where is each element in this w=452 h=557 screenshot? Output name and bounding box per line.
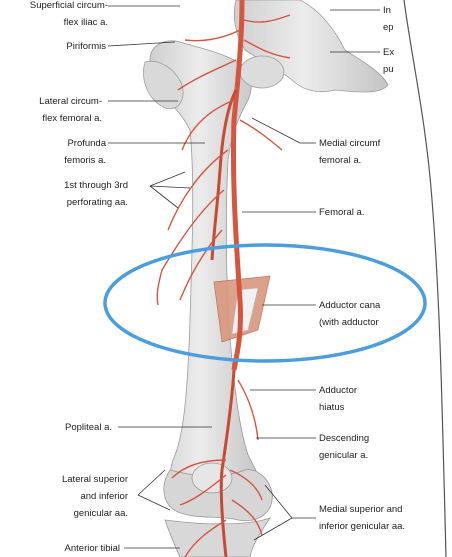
label-adductor-canal: Adductor cana (with adductor (319, 300, 381, 328)
label-femoral: Femoral a. (319, 207, 365, 218)
greater-trochanter (143, 60, 184, 110)
profunda-artery (210, 89, 238, 261)
label-popliteal: Popliteal a. (64, 422, 112, 433)
tibia (164, 517, 271, 557)
label-inferior-epigastric: In ep (383, 5, 394, 33)
label-profunda-femoris: Profunda femoris a. (64, 138, 106, 166)
label-anterior-tibial: Anterior tibial (64, 543, 120, 554)
femoral-artery (230, 0, 245, 371)
leader-lines (107, 5, 380, 549)
label-piriformis: Piriformis (66, 41, 106, 52)
label-superficial-circumflex-iliac: Superficial circum- flex iliac a. (29, 0, 108, 28)
adductor-canal-highlight-ellipse (103, 243, 427, 363)
knee-condyles (163, 469, 273, 522)
label-descending-genicular: Descending genicular a. (319, 433, 370, 461)
label-adductor-hiatus: Adductor hiatus (319, 385, 358, 413)
label-external-pudendal: Ex pu (383, 47, 395, 75)
femur-bone (149, 40, 261, 513)
label-medial-genicular: Medial superior and inferior genicular a… (319, 504, 406, 532)
label-lateral-genicular: Lateral superior and inferior genicular … (61, 474, 128, 519)
label-medial-circumflex-femoral: Medial circumf femoral a. (319, 138, 381, 166)
popliteal-artery (219, 369, 236, 557)
label-lateral-circumflex-femoral: Lateral circum- flex femoral a. (39, 96, 102, 124)
body-outline (403, 0, 447, 557)
femoral-head (239, 55, 285, 89)
patella (191, 462, 233, 494)
pelvis-bone (233, 0, 389, 93)
label-perforating: 1st through 3rd perforating aa. (64, 180, 128, 208)
